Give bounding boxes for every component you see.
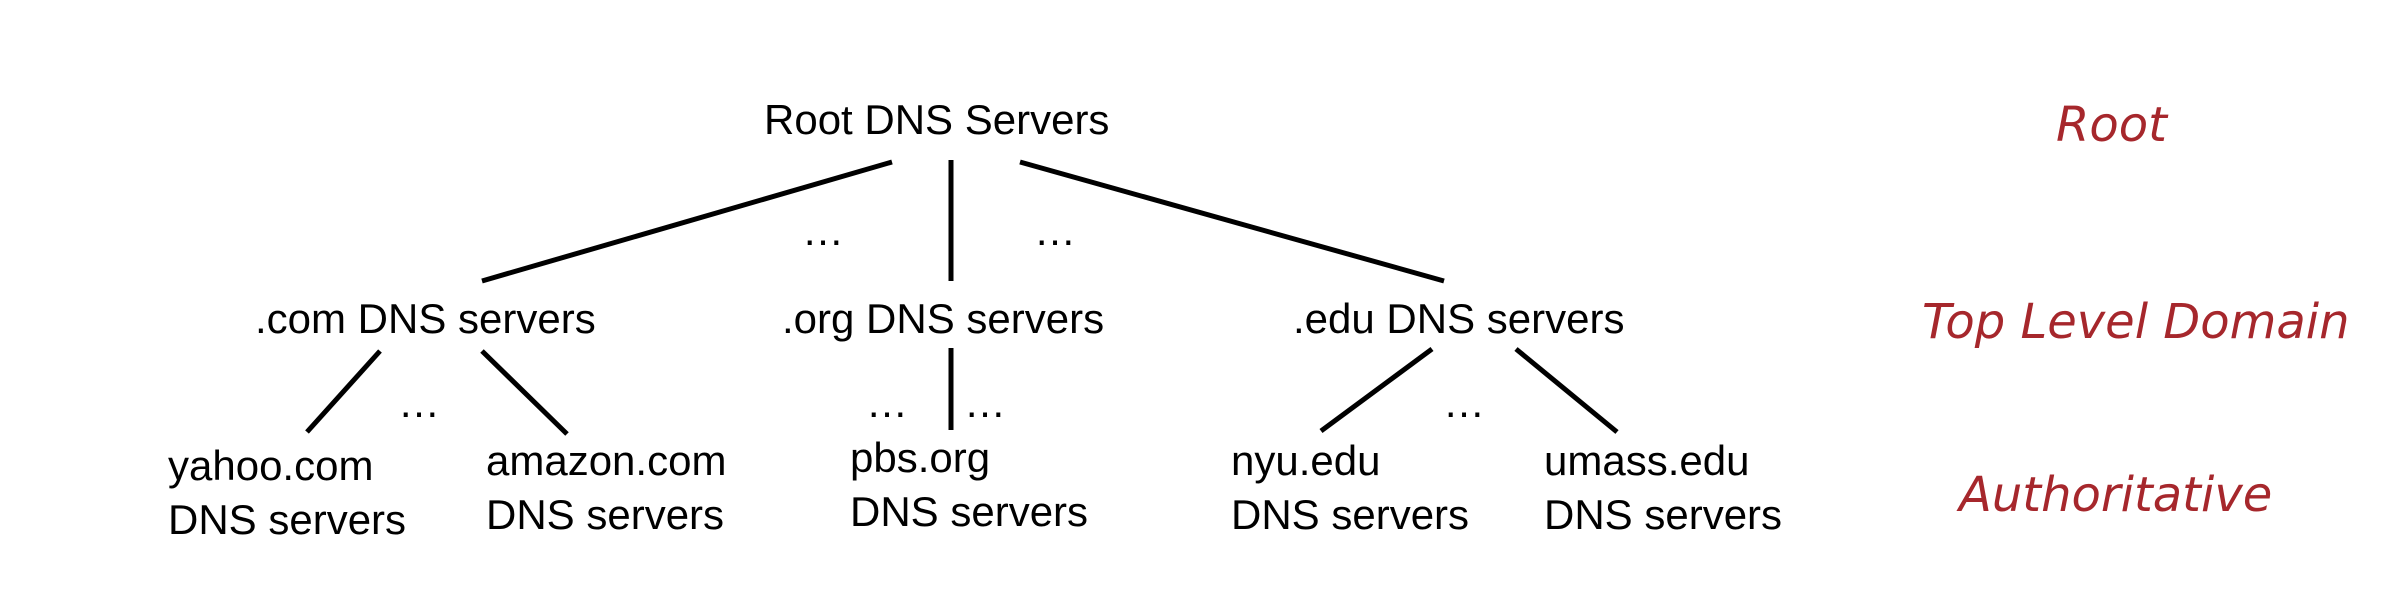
umass-dns-servers: DNS servers: [1544, 491, 1783, 538]
tier-label-root: Root: [2056, 97, 2167, 153]
edge-com-amazon: [480, 349, 569, 436]
ellipsis-org-left: …: [866, 379, 908, 426]
ellipsis-root-left: …: [802, 207, 844, 254]
pbs-dns-servers-label: pbs.org DNS servers: [850, 431, 1088, 539]
root-dns-servers-label: Root DNS Servers: [764, 96, 1110, 143]
org-dns-servers-label: .org DNS servers: [782, 295, 1105, 342]
pbs-dns-servers: DNS servers: [850, 488, 1089, 535]
com-dns-servers-label: .com DNS servers: [255, 295, 596, 342]
yahoo-domain: yahoo.com: [168, 442, 374, 489]
ellipsis-org-right: …: [964, 379, 1006, 426]
nyu-domain: nyu.edu: [1231, 437, 1381, 484]
edge-edu-umass: [1514, 347, 1619, 434]
yahoo-dns-servers: DNS servers: [168, 496, 407, 543]
nyu-dns-servers: DNS servers: [1231, 491, 1470, 538]
amazon-dns-servers-label: amazon.com DNS servers: [486, 434, 726, 542]
tier-label-authoritative: Authoritative: [1959, 467, 2273, 523]
amazon-dns-servers: DNS servers: [486, 491, 725, 538]
ellipsis-com: …: [398, 379, 440, 426]
edu-dns-servers-label: .edu DNS servers: [1293, 295, 1625, 342]
edge-com-yahoo: [305, 349, 382, 434]
umass-dns-servers-label: umass.edu DNS servers: [1544, 434, 1782, 542]
ellipsis-edu: …: [1443, 379, 1485, 426]
umass-domain: umass.edu: [1544, 437, 1750, 484]
pbs-domain: pbs.org: [850, 434, 991, 481]
nyu-dns-servers-label: nyu.edu DNS servers: [1231, 434, 1469, 542]
edge-root-edu: [1019, 159, 1445, 284]
ellipsis-root-right: …: [1034, 207, 1076, 254]
tier-label-tld: Top Level Domain: [1922, 294, 2350, 350]
yahoo-dns-servers-label: yahoo.com DNS servers: [168, 439, 406, 547]
edge-root-com: [481, 159, 893, 284]
edge-edu-nyu: [1319, 346, 1434, 434]
amazon-domain: amazon.com: [486, 437, 727, 484]
